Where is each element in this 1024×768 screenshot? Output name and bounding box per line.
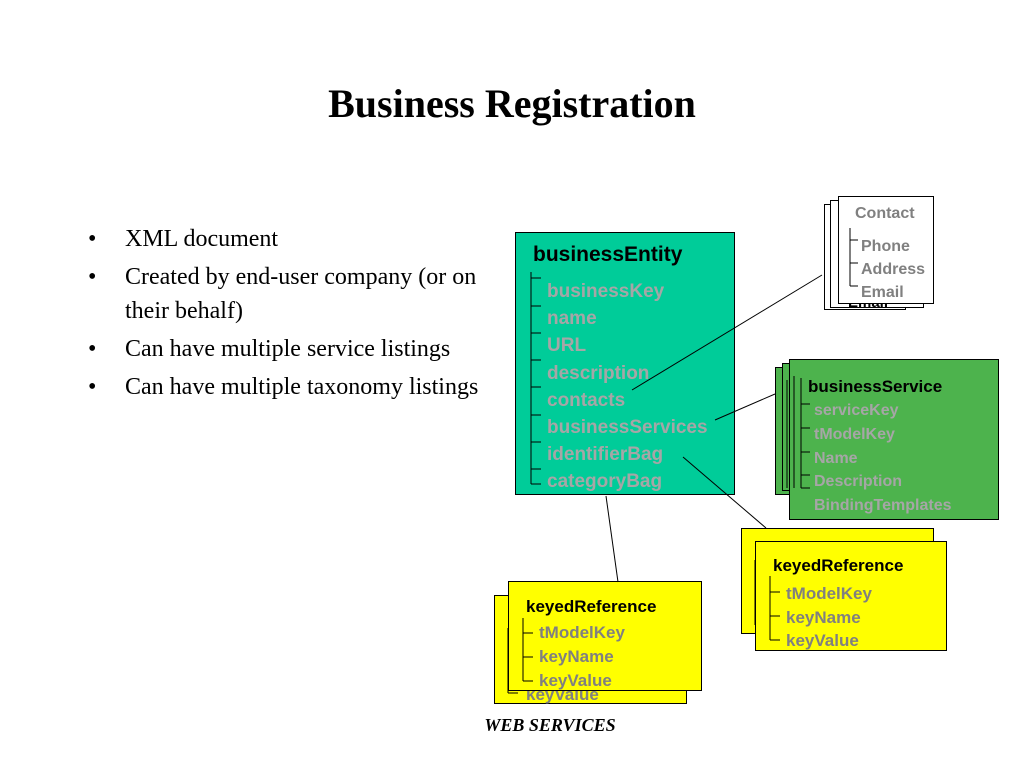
contact-field: Email	[861, 284, 904, 301]
bullet-item: •Can have multiple taxonomy listings	[88, 374, 479, 400]
contact-title: Contact	[855, 205, 915, 222]
keyed-reference-right-title: keyedReference	[773, 556, 904, 575]
keyed-reference-field: tModelKey	[786, 584, 872, 603]
business-service-title: businessService	[808, 377, 943, 396]
bullet-list: •XML document •Created by end-user compa…	[88, 222, 488, 408]
business-entity-title: businessEntity	[533, 243, 683, 266]
category-bag-connector	[605, 495, 619, 583]
contact-field: Phone	[861, 238, 910, 255]
entity-field: categoryBag	[547, 471, 663, 492]
business-service-card: businessService serviceKey tModelKey Nam…	[789, 359, 999, 520]
service-field: Name	[814, 450, 858, 467]
contacts-connector	[631, 274, 823, 391]
slide-title: Business Registration	[328, 81, 696, 126]
bullet-item: •Can have multiple service listings	[88, 336, 451, 362]
keyed-reference-field: keyName	[786, 608, 861, 627]
entity-field: contacts	[547, 390, 626, 411]
keyed-reference-field: keyValue	[786, 631, 859, 650]
footer-label: WEB SERVICES	[484, 715, 616, 735]
business-entity-card: businessEntity businessKey name URL desc…	[515, 232, 735, 495]
contact-field: Address	[861, 261, 926, 278]
service-field: BindingTemplates	[814, 497, 952, 514]
entity-field: URL	[547, 335, 587, 356]
services-connector	[714, 393, 776, 421]
keyed-reference-field: keyName	[539, 647, 614, 666]
bullet-item: •XML document	[88, 226, 279, 252]
bullet-item: •Created by end-user company (or on thei…	[88, 264, 477, 324]
keyed-reference-left-title: keyedReference	[526, 597, 657, 616]
entity-field: description	[547, 363, 650, 384]
keyed-reference-field: tModelKey	[539, 623, 625, 642]
identifier-bag-connector	[682, 456, 767, 529]
keyed-reference-right-card: keyedReference tModelKey keyName keyValu…	[755, 541, 947, 651]
service-field: Description	[814, 473, 903, 490]
service-field: serviceKey	[814, 402, 899, 419]
keyed-reference-left-card: keyedReference tModelKey keyName keyValu…	[508, 581, 702, 691]
entity-field: businessKey	[547, 281, 665, 302]
entity-field: identifierBag	[547, 444, 664, 465]
entity-field: name	[547, 308, 597, 329]
entity-field: businessServices	[547, 417, 708, 438]
keyed-reference-field: keyValue	[539, 671, 612, 690]
service-field: tModelKey	[814, 426, 895, 443]
